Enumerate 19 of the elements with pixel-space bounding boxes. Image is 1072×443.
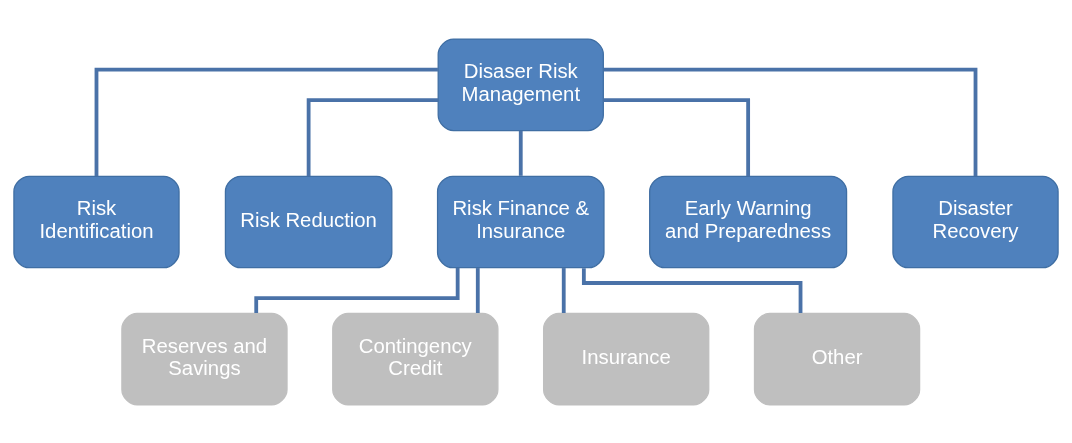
connector bbox=[94, 67, 438, 176]
connector bbox=[603, 67, 978, 176]
node-box: Risk Reduction bbox=[224, 175, 393, 268]
connector bbox=[254, 267, 460, 313]
connector bbox=[581, 267, 803, 313]
node-box: Insurance bbox=[543, 312, 710, 406]
node-box: Other bbox=[753, 312, 921, 406]
connector bbox=[306, 97, 439, 176]
connector bbox=[561, 267, 566, 313]
node-box: Reserves and Savings bbox=[121, 312, 288, 406]
node-box: Risk Identification bbox=[13, 175, 180, 268]
node-box: Contingency Credit bbox=[332, 312, 499, 406]
node-box: Early Warning and Preparedness bbox=[649, 175, 848, 268]
connector bbox=[475, 267, 480, 313]
connector bbox=[518, 130, 523, 176]
node-box: Risk Finance & Insurance bbox=[436, 175, 605, 268]
node-box: Disaster Recovery bbox=[892, 175, 1059, 268]
connector bbox=[603, 97, 751, 176]
node-box: Disaser Risk Management bbox=[437, 37, 604, 131]
